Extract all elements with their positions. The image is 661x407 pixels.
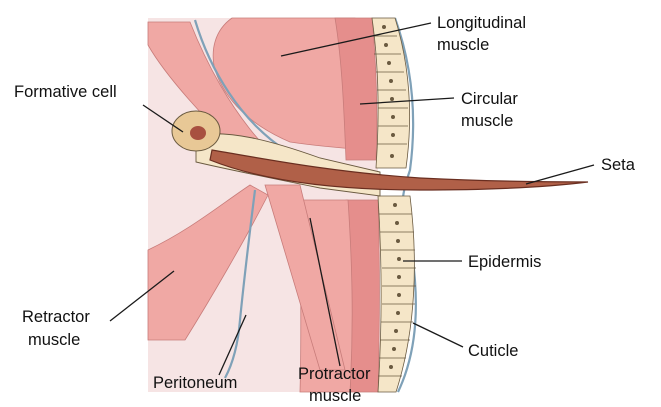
leader-cuticle xyxy=(413,323,463,347)
label-protractor-line1: Protractor xyxy=(298,365,371,383)
illustration xyxy=(148,18,588,392)
leader-seta xyxy=(526,165,594,184)
epidermis-upper xyxy=(372,18,410,168)
label-peritoneum: Peritoneum xyxy=(153,374,237,392)
label-formative-cell: Formative cell xyxy=(14,83,117,101)
label-seta: Seta xyxy=(601,156,636,174)
label-cuticle: Cuticle xyxy=(468,342,518,360)
label-longitudinal-line1: Longitudinal xyxy=(437,14,526,32)
label-longitudinal-line2: muscle xyxy=(437,36,489,54)
label-circular-line2: muscle xyxy=(461,112,513,130)
label-circular-line1: Circular xyxy=(461,90,518,108)
label-retractor-line2: muscle xyxy=(28,331,80,349)
label-epidermis: Epidermis xyxy=(468,253,541,271)
label-protractor-line2: muscle xyxy=(309,387,361,405)
label-retractor-line1: Retractor xyxy=(22,308,90,326)
formative-cell-nucleus xyxy=(190,126,206,140)
